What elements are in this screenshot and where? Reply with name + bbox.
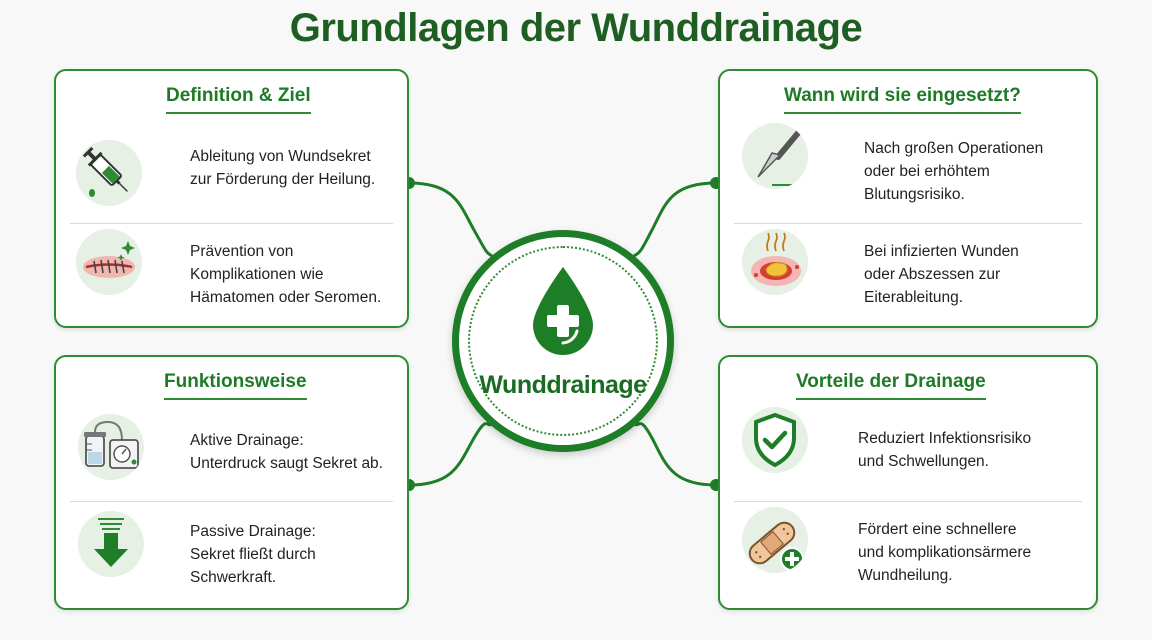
- card-function: Funktionsweise Aktive Drainage: Unterdru…: [54, 355, 409, 610]
- connector-function: [408, 422, 493, 487]
- connector-benefits: [633, 422, 717, 487]
- definition-item-1-text: Ableitung von Wundsekret zur Förderung d…: [190, 148, 376, 188]
- function-item-1: Aktive Drainage: Unterdruck saugt Sekret…: [70, 403, 393, 503]
- function-item-2: Passive Drainage: Sekret fließt durch Sc…: [70, 501, 393, 602]
- card-usage-title: Wann wird sie eingesetzt?: [784, 85, 1021, 114]
- usage-item-2-text: Bei infizierten Wunden oder Abszessen zu…: [864, 243, 1019, 306]
- card-definition-title: Definition & Ziel: [166, 85, 311, 114]
- syringe-icon: [76, 140, 142, 206]
- bandage-plus-icon: [742, 507, 808, 573]
- definition-item-2-text: Prävention von Komplikationen wie Hämato…: [190, 243, 382, 306]
- definition-item-1: Ableitung von Wundsekret zur Förderung d…: [70, 123, 393, 223]
- center-hub: Wunddrainage: [452, 230, 674, 452]
- card-benefits-title: Vorteile der Drainage: [796, 371, 986, 400]
- function-item-2-text: Passive Drainage: Sekret fließt durch Sc…: [190, 523, 316, 586]
- benefits-item-1: Reduziert Infektionsrisiko und Schwellun…: [734, 403, 1082, 503]
- benefits-item-2: Fördert eine schnellere und komplikation…: [734, 501, 1082, 602]
- wound-stitches-icon: [76, 229, 142, 295]
- connector-definition: [408, 181, 493, 258]
- scalpel-icon: [742, 123, 808, 189]
- function-item-1-text: Aktive Drainage: Unterdruck saugt Sekret…: [190, 432, 383, 472]
- card-definition: Definition & Ziel Ableitung von Wundsekr…: [54, 69, 409, 328]
- usage-item-1-text: Nach großen Operationen oder bei erhöhte…: [864, 140, 1044, 203]
- usage-item-2: Bei infizierten Wunden oder Abszessen zu…: [734, 223, 1082, 324]
- drop-cross-icon: [527, 265, 599, 355]
- suction-pump-icon: [78, 414, 144, 480]
- infected-wound-icon: [742, 229, 808, 295]
- benefits-item-1-text: Reduziert Infektionsrisiko und Schwellun…: [858, 430, 1032, 470]
- usage-item-1: Nach großen Operationen oder bei erhöhte…: [734, 123, 1082, 223]
- card-usage: Wann wird sie eingesetzt? Nach großen Op…: [718, 69, 1098, 328]
- card-benefits: Vorteile der Drainage Reduziert Infektio…: [718, 355, 1098, 610]
- arrow-down-icon: [78, 511, 144, 577]
- card-function-title: Funktionsweise: [164, 371, 307, 400]
- connector-usage: [633, 181, 717, 258]
- definition-item-2: Prävention von Komplikationen wie Hämato…: [70, 223, 393, 324]
- shield-check-icon: [742, 407, 808, 473]
- center-hub-ring: [468, 246, 658, 436]
- page-title: Grundlagen der Wunddrainage: [289, 6, 863, 50]
- center-label: Wunddrainage: [479, 371, 647, 399]
- benefits-item-2-text: Fördert eine schnellere und komplikation…: [858, 521, 1032, 584]
